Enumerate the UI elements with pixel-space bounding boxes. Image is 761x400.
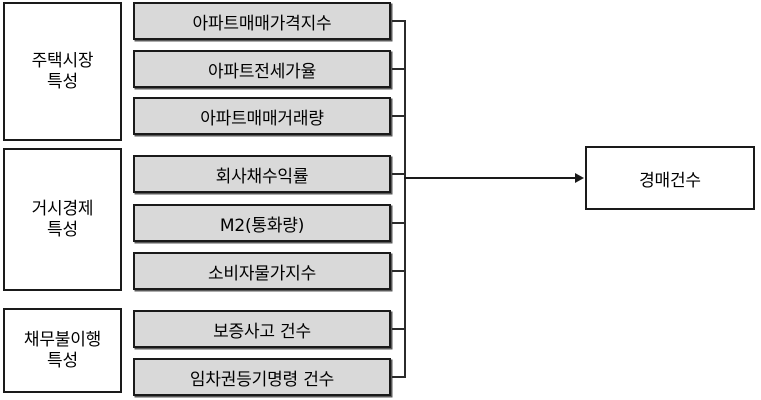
factor-box-apartment-transaction-volume: 아파트매매거래량: [133, 97, 391, 135]
factor-box-apartment-sale-price-index: 아파트매매가격지수: [133, 2, 391, 40]
connector-stub-5: [392, 222, 406, 224]
factor-box-m2-money-supply: M2(통화량): [133, 204, 391, 242]
arrow-head-icon: [575, 173, 584, 183]
connector-stub-8: [392, 376, 406, 378]
factor-box-guarantee-accident-count: 보증사고 건수: [133, 310, 391, 348]
category-box-default-risk: 채무불이행 특성: [3, 308, 122, 393]
connector-stub-7: [392, 328, 406, 330]
connector-stub-6: [392, 270, 406, 272]
category-box-housing-market: 주택시장 특성: [3, 2, 122, 141]
factor-box-apartment-jeonse-ratio: 아파트전세가율: [133, 50, 391, 88]
factor-box-corporate-bond-yield: 회사채수익률: [133, 155, 391, 193]
factor-box-lease-registration-order-count: 임차권등기명령 건수: [133, 358, 391, 396]
connector-stub-4: [392, 173, 406, 175]
connector-arrow-line: [404, 177, 576, 179]
connector-stub-3: [392, 115, 406, 117]
factor-box-consumer-price-index: 소비자물가지수: [133, 252, 391, 290]
category-box-macroeconomy: 거시경제 특성: [3, 148, 122, 291]
connector-stub-2: [392, 68, 406, 70]
connector-trunk-vertical: [404, 20, 406, 378]
target-box-auction-count: 경매건수: [585, 146, 755, 210]
connector-stub-1: [392, 20, 406, 22]
